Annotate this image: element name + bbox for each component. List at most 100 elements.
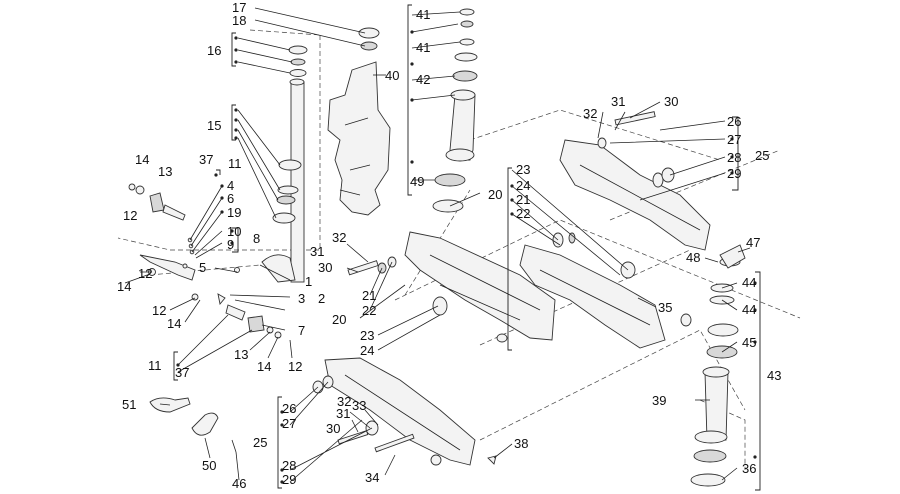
label-50: 50: [202, 458, 216, 473]
label-33: 33: [352, 398, 366, 413]
label-34: 34: [365, 470, 379, 485]
label-10: 10: [227, 224, 241, 239]
label-21a: 21: [362, 288, 376, 303]
seal-49: [434, 173, 466, 187]
label-13b: 13: [234, 347, 248, 362]
tie-rod-arm-8: [139, 254, 196, 281]
label-9: 9: [227, 237, 234, 252]
label-39: 39: [652, 393, 666, 408]
axle-beam-middle: [519, 232, 692, 349]
label-46: 46: [232, 476, 246, 491]
label-40: 40: [385, 68, 399, 83]
label-2: 2: [318, 291, 325, 306]
leader-lines: [124, 7, 751, 483]
collar-15: [278, 159, 302, 171]
label-41a: 41: [416, 7, 430, 22]
label-23b: 23: [516, 162, 530, 177]
label-51: 51: [122, 397, 136, 412]
label-20a: 20: [488, 187, 502, 202]
knuckle-housing-40: [327, 61, 391, 216]
seal-ring-15: [272, 212, 296, 224]
label-26b: 26: [282, 401, 296, 416]
label-38: 38: [514, 436, 528, 451]
label-32b: 32: [583, 106, 597, 121]
label-31c: 31: [336, 406, 350, 421]
label-12b: 12: [138, 266, 152, 281]
label-29a: 29: [727, 166, 741, 181]
label-45: 45: [742, 335, 756, 350]
grouping-brackets: [173, 4, 761, 491]
label-22b: 22: [516, 206, 530, 221]
label-43: 43: [767, 368, 781, 383]
label-19: 19: [227, 205, 241, 220]
label-28a: 28: [727, 150, 741, 165]
label-49: 49: [410, 174, 424, 189]
label-31b: 31: [611, 94, 625, 109]
label-14b: 14: [117, 279, 131, 294]
label-6: 6: [227, 191, 234, 206]
label-30c: 30: [326, 421, 340, 436]
kingpin-shaft: [290, 81, 305, 283]
shaft-30-upper: [347, 260, 379, 276]
axle-beam-upper: [347, 231, 556, 343]
label-22a: 22: [362, 303, 376, 318]
label-41b: 41: [416, 40, 430, 55]
rod-end-right-11: [225, 304, 246, 321]
label-31a: 31: [310, 244, 324, 259]
bracket-47: [719, 244, 746, 269]
label-12c: 12: [152, 303, 166, 318]
label-36: 36: [742, 461, 756, 476]
label-30b: 30: [664, 94, 678, 109]
steering-knuckle-assembly: [261, 27, 391, 283]
label-7: 7: [298, 323, 305, 338]
label-27a: 27: [727, 132, 741, 147]
label-25b: 25: [253, 435, 267, 450]
label-25a: 25: [755, 148, 769, 163]
label-16: 16: [207, 43, 221, 58]
label-28b: 28: [282, 458, 296, 473]
label-12d: 12: [288, 359, 302, 374]
boot-13b: [247, 315, 265, 333]
shaft-31-right: [614, 111, 656, 126]
bolt-34: [374, 433, 415, 453]
label-47: 47: [746, 235, 760, 250]
bracket-bullets: [176, 30, 757, 484]
label-30a: 30: [318, 260, 332, 275]
tube-assembly-40: [432, 8, 478, 213]
bearing-ring-16a: [288, 45, 308, 55]
tie-rod-left: [128, 183, 282, 339]
ring-36: [690, 473, 726, 487]
rod-end-11: [162, 204, 186, 221]
label-11b: 11: [148, 358, 162, 373]
tube-assembly-43: [690, 244, 746, 487]
label-23a: 23: [360, 328, 374, 343]
bearing-ring-16c: [289, 69, 307, 77]
axle-beam-right: [559, 111, 711, 251]
label-5: 5: [199, 260, 206, 275]
pedal-parts: [149, 397, 237, 453]
label-24a: 24: [360, 343, 374, 358]
label-32a: 32: [332, 230, 346, 245]
pedal-50: [191, 412, 219, 436]
label-44a: 44: [742, 275, 756, 290]
label-37b: 37: [175, 365, 189, 380]
ring-17: [358, 27, 380, 39]
label-14c: 14: [167, 316, 181, 331]
label-14a: 14: [135, 152, 149, 167]
label-18: 18: [232, 13, 246, 28]
tube-39: [704, 371, 729, 441]
label-29b: 29: [282, 472, 296, 487]
label-4: 4: [227, 178, 234, 193]
label-17: 17: [232, 0, 246, 15]
label-14d: 14: [257, 359, 271, 374]
label-20b: 20: [332, 312, 346, 327]
label-3: 3: [298, 291, 305, 306]
label-32c: 32: [337, 394, 351, 409]
steering-arm: [261, 254, 296, 283]
part-number-labels: 17 18 16 15 40 41 41 42 49 20 14 13 37 1…: [117, 0, 781, 491]
ring-18: [360, 41, 378, 51]
bearing-ring-16b: [290, 58, 306, 66]
label-42: 42: [416, 72, 430, 87]
label-26a: 26: [727, 114, 741, 129]
